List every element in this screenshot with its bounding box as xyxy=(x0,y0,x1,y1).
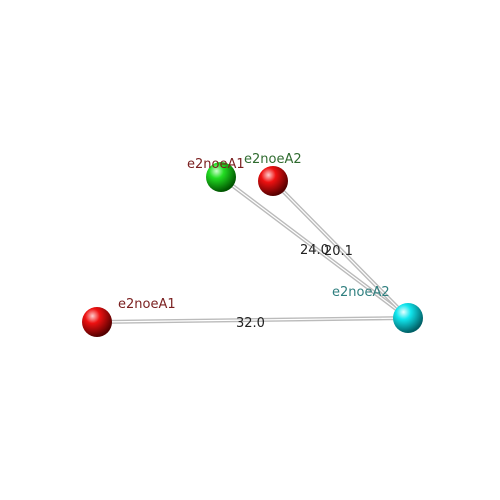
atom-label-red-top: e2noeA2 xyxy=(244,152,302,167)
atom-label-green: e2noeA1 xyxy=(187,157,245,172)
atom-label-cyan: e2noeA2 xyxy=(332,285,390,300)
atom-sphere-red-left[interactable] xyxy=(82,307,112,337)
atom-sphere-red-top[interactable] xyxy=(258,166,288,196)
atom-sphere-green[interactable] xyxy=(206,162,236,192)
distance-label-redtop-cyan: 20.1 xyxy=(324,244,353,259)
atom-label-red-left: e2noeA1 xyxy=(118,297,176,312)
distance-label-redleft-cyan: 32.0 xyxy=(236,316,265,331)
distance-bond-redleft-cyan xyxy=(96,316,409,324)
distance-label-green-cyan: 24.0 xyxy=(300,243,329,258)
distance-bond-green-cyan xyxy=(219,175,410,320)
distance-bond-redtop-cyan xyxy=(271,179,410,320)
atom-sphere-cyan[interactable] xyxy=(393,303,423,333)
